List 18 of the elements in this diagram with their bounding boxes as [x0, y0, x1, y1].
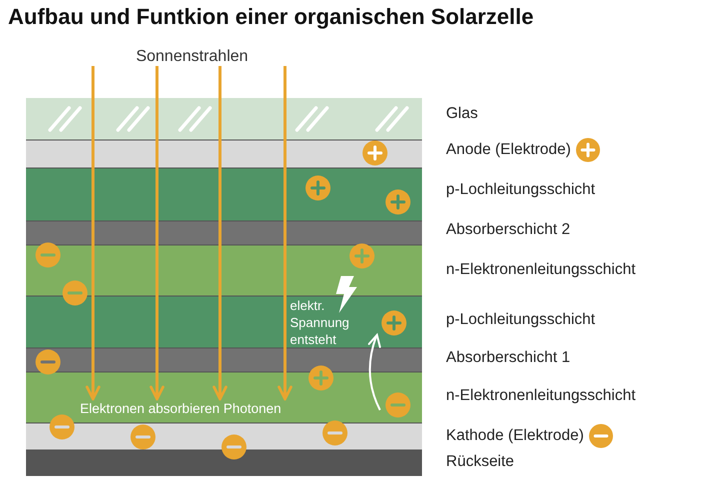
layer-label: Glas: [446, 105, 478, 123]
layer-label: Rückseite: [446, 453, 514, 471]
layer-label: Anode (Elektrode): [446, 141, 571, 159]
annotation-text: elektr. Spannung entsteht: [290, 297, 350, 348]
sunbeam-arrow: [86, 66, 100, 400]
title: Aufbau und Funtkion einer organischen Solarzelle: [8, 4, 534, 30]
layer-label: Absorberschicht 1: [446, 349, 570, 367]
layer-label: p-Lochleitungsschicht: [446, 181, 596, 199]
sunbeam-arrow: [150, 66, 164, 400]
text-label: Sonnenstrahlen: [84, 48, 300, 66]
layer-label: Kathode (Elektrode): [446, 427, 584, 445]
layer-label: n-Elektronenleitungsschicht: [446, 387, 636, 405]
sunbeam-arrow: [212, 66, 228, 400]
layer-label: p-Lochleitungsschicht: [446, 311, 596, 329]
layer-label: n-Elektronenleitungsschicht: [446, 261, 636, 279]
text-label: Elektronen absorbieren Photonen: [80, 401, 282, 416]
sunbeam-arrow: [278, 66, 292, 400]
layer-label: Absorberschicht 2: [446, 221, 570, 239]
